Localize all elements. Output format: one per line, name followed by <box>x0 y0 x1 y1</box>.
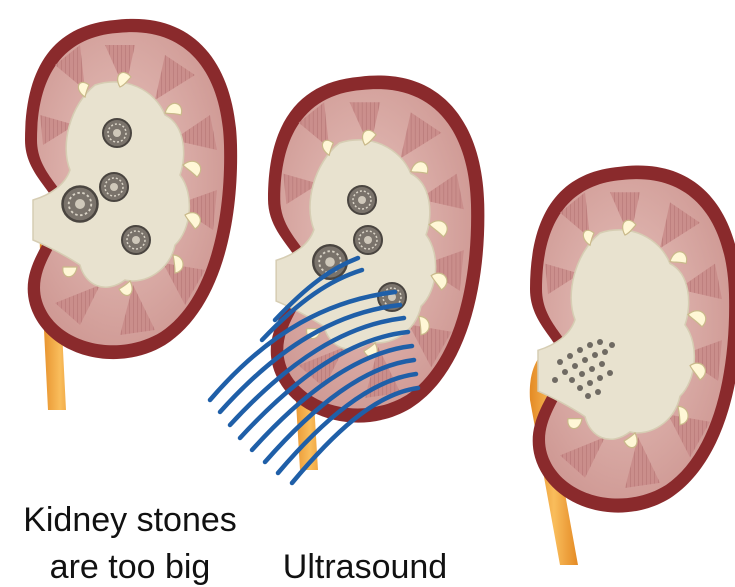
caption-stones-line2: are too big <box>10 547 250 587</box>
kidney-left <box>25 19 237 410</box>
lithotripsy-diagram <box>0 0 735 575</box>
kidney-middle <box>210 76 484 483</box>
caption-stones-line1: Kidney stones <box>10 500 250 540</box>
kidney-left-body <box>25 19 237 359</box>
kidney-right-body <box>530 166 735 513</box>
caption-ultrasound: Ultrasound <box>250 547 480 587</box>
kidney-right <box>530 166 735 565</box>
